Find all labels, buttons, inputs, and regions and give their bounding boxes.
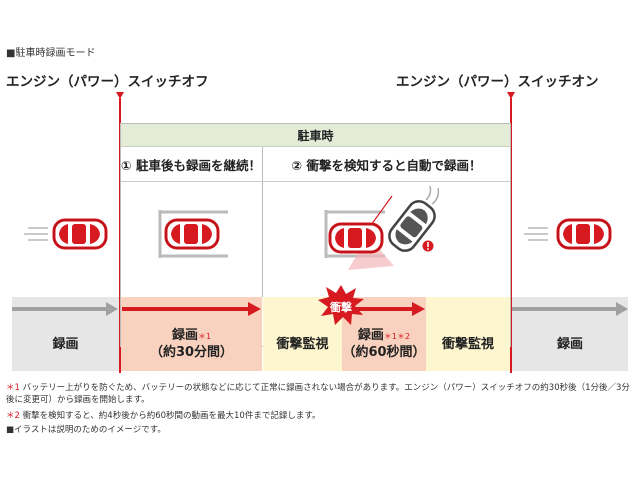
continued-duration: （約30分間） [149,345,234,360]
timeline-monitoring-2: 衝撃監視 [426,297,510,371]
note-3: ■イラストは説明のためのイメージです。 [6,424,634,436]
switch-on-label: エンジン（パワー）スイッチオン [396,74,599,90]
note-text: 衝撃を検知すると、約4秒後から約60秒間の動画を最大10件まで記録します。 [19,411,321,421]
timeline-arrows [12,302,628,316]
note-2: ＊2 衝撃を検知すると、約4秒後から約60秒間の動画を最大10件まで記録します。 [6,410,634,422]
monitoring-label: 衝撃監視 [276,336,329,352]
red-car-icon [328,222,384,254]
note-1: ＊1 バッテリー上がりを防ぐため、バッテリーの状態などに応じて正常に録画されない… [6,382,634,407]
gray-arrow [512,302,628,316]
parked-header: 駐車時 [121,124,510,147]
illustrations [23,185,612,270]
continued-recording-label: 録画＊1 [171,328,212,344]
shock-badge: 衝撃 [330,301,352,314]
footnote-marker: ＊1 [197,332,212,342]
motion-lines [425,185,440,205]
note-text: ■イラストは説明のためのイメージです。 [6,425,166,435]
event-recording-label: 録画＊1＊2 [357,328,411,344]
recording-label: 録画 [556,336,583,352]
header-rule [121,181,510,182]
section-divider [262,147,263,297]
event-duration: （約60秒間） [342,345,426,360]
note-marker: ＊2 [6,411,20,421]
red-car-icon [556,218,612,250]
note-text: バッテリー上がりを防ぐため、バッテリーの状態などに応じて正常に録画されない場合が… [6,383,630,406]
sub-header-continue: ① 駐車後も録画を継続！ [121,147,261,181]
speed-lines-left [23,227,49,241]
monitoring-label: 衝撃監視 [441,336,494,352]
sub-header-shock: ② 衝撃を検知すると自動で録画！ [263,147,510,181]
note-marker: ＊1 [6,383,20,393]
switch-off-label: エンジン（パワー）スイッチオフ [6,74,209,90]
red-arrow [122,302,261,316]
switch-on-marker [507,92,515,99]
parking-lot-icon [158,210,228,258]
shock-burst-icon [318,285,364,325]
gray-arrow [12,302,118,316]
gray-car-icon [388,200,436,252]
alert-icon [422,240,434,252]
switch-off-marker [116,92,124,99]
red-car-icon [164,218,220,250]
red-car-icon [52,218,108,250]
switch-on-line [510,98,512,373]
recording-label: 録画 [52,336,79,352]
speed-lines-right [523,227,549,241]
footnote-marker: ＊1＊2 [383,332,411,342]
section-title: ■駐車時録画モード [6,48,96,59]
